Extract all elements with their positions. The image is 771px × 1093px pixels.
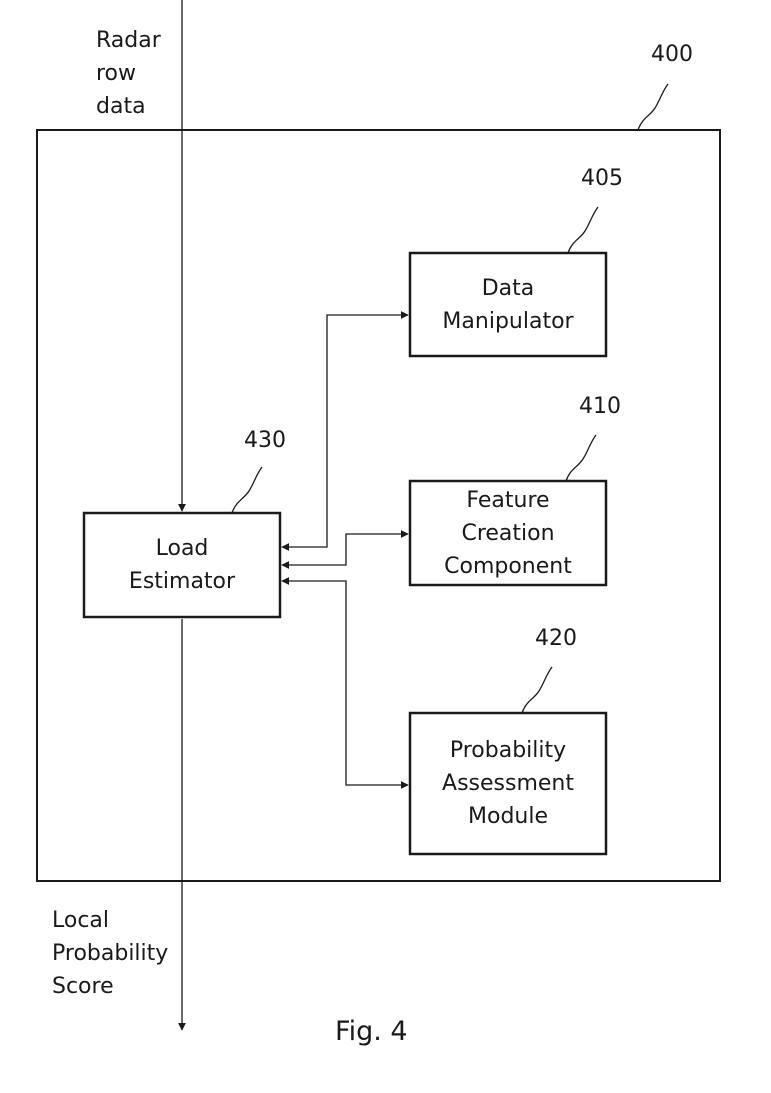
ref-number-430: 430 — [244, 428, 286, 453]
connector-data-manipulator — [282, 315, 408, 547]
block-label-line: Data — [482, 272, 535, 305]
block-label-line: Feature — [466, 484, 549, 517]
ref-leader-430 — [232, 467, 262, 513]
connector-probability-assessment — [282, 581, 408, 785]
output-label-line: Local — [52, 904, 168, 937]
block-label-line: Probability — [450, 734, 566, 767]
block-label-line: Load — [156, 532, 209, 565]
output-label: Local Probability Score — [52, 904, 168, 1003]
load-estimator-label: Load Estimator — [84, 513, 280, 617]
block-label-line: Estimator — [129, 565, 235, 598]
ref-number-410: 410 — [579, 394, 621, 419]
output-label-line: Probability — [52, 937, 168, 970]
figure-caption: Fig. 4 — [335, 1016, 408, 1047]
connector-feature-creation — [282, 534, 408, 565]
block-label-line: Manipulator — [442, 305, 573, 338]
probability-assessment-label: Probability Assessment Module — [410, 713, 606, 854]
data-manipulator-label: Data Manipulator — [410, 253, 606, 356]
block-label-line: Module — [468, 800, 548, 833]
input-label-line: Radar — [96, 24, 161, 57]
block-label-line: Component — [444, 550, 572, 583]
input-label-line: row — [96, 57, 161, 90]
ref-number-420: 420 — [535, 626, 577, 651]
output-label-line: Score — [52, 970, 168, 1003]
ref-leader-400 — [638, 84, 668, 130]
ref-number-405: 405 — [581, 166, 623, 191]
ref-leader-405 — [568, 207, 598, 253]
ref-number-400: 400 — [651, 42, 693, 67]
ref-leader-420 — [522, 667, 552, 713]
feature-creation-label: Feature Creation Component — [410, 481, 606, 585]
system-boundary-box — [37, 130, 720, 881]
input-label-line: data — [96, 90, 161, 123]
ref-leader-410 — [566, 435, 596, 481]
block-label-line: Creation — [461, 517, 554, 550]
block-label-line: Assessment — [442, 767, 574, 800]
input-label: Radar row data — [96, 24, 161, 123]
